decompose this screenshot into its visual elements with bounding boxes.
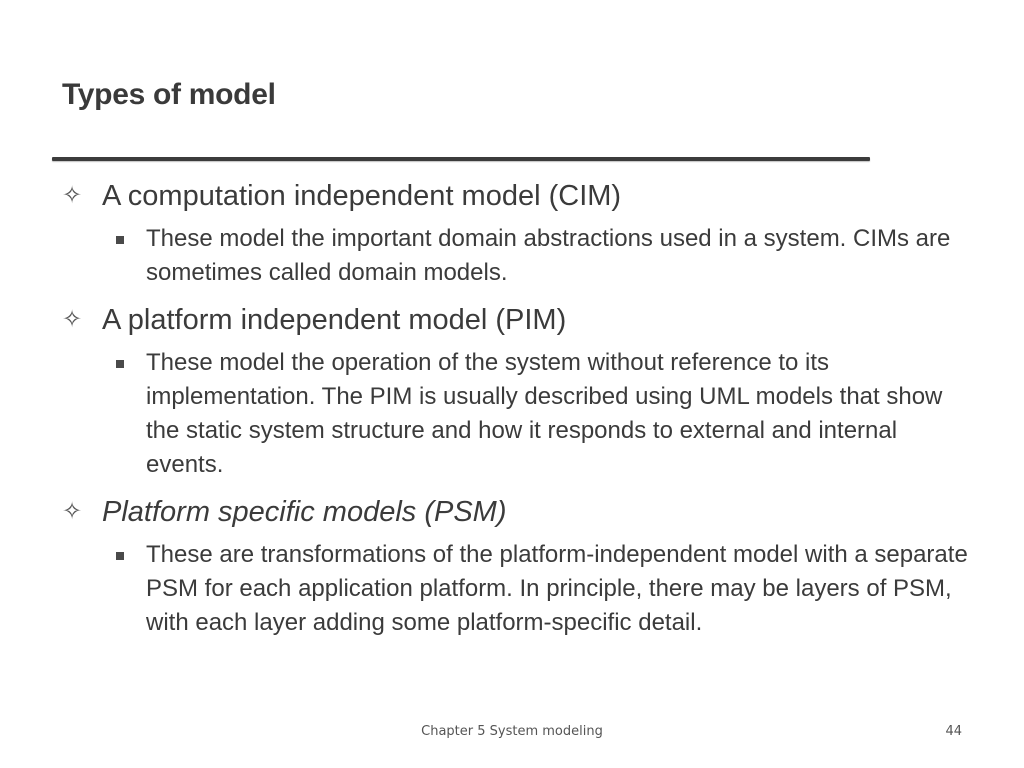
sub-bullet-pim: These model the operation of the system … (116, 346, 970, 482)
star-bullet-icon: ✧ (62, 182, 83, 209)
bullet-psm: ✧ Platform specific models (PSM) (60, 494, 970, 530)
bullet-heading: A platform independent model (PIM) (102, 304, 567, 336)
square-bullet-icon (116, 552, 124, 560)
slide-content: ✧ A computation independent model (CIM) … (60, 178, 970, 652)
star-bullet-icon: ✧ (62, 498, 83, 525)
bullet-heading: A computation independent model (CIM) (102, 180, 622, 212)
star-bullet-icon: ✧ (62, 306, 83, 333)
sub-bullet-text: These model the important domain abstrac… (146, 225, 951, 286)
footer-chapter: Chapter 5 System modeling (421, 724, 603, 739)
bullet-pim: ✧ A platform independent model (PIM) (60, 302, 970, 338)
sub-bullet-text: These are transformations of the platfor… (146, 541, 968, 636)
title-divider (52, 157, 870, 161)
bullet-heading: Platform specific models (PSM) (102, 496, 507, 528)
bullet-cim: ✧ A computation independent model (CIM) (60, 178, 970, 214)
sub-bullet-psm: These are transformations of the platfor… (116, 538, 970, 640)
sub-bullet-text: These model the operation of the system … (146, 349, 943, 478)
square-bullet-icon (116, 236, 124, 244)
page-number: 44 (945, 724, 962, 739)
slide-title: Types of model (62, 78, 276, 111)
sub-bullet-cim: These model the important domain abstrac… (116, 222, 970, 290)
square-bullet-icon (116, 360, 124, 368)
